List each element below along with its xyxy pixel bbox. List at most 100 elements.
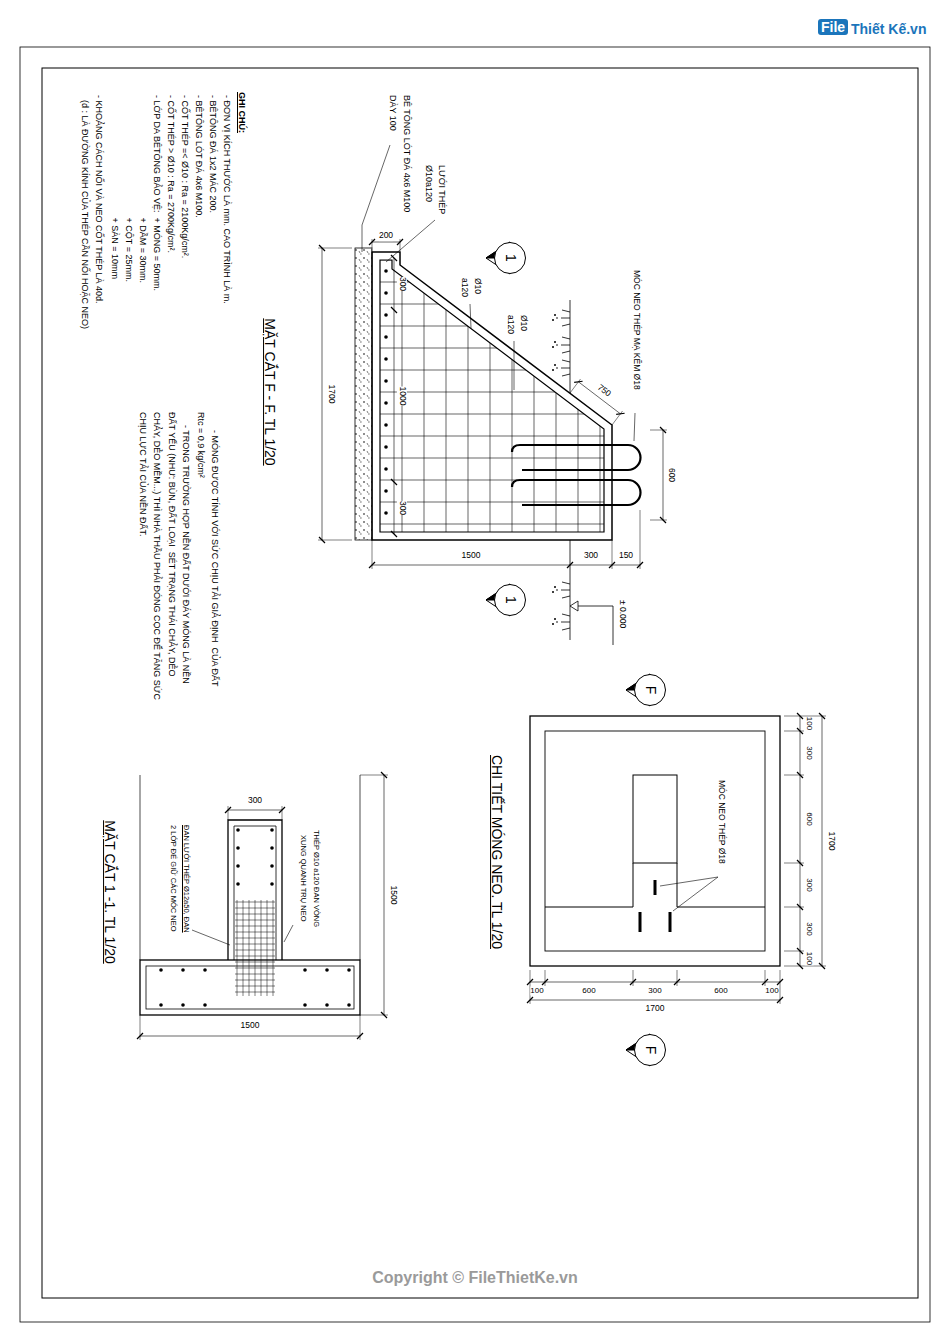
footing-section	[384, 291, 388, 295]
leader-line	[514, 341, 515, 390]
view-title: CHI TIẾT MÓNG NEO. TL 1/20	[489, 755, 505, 949]
extension-line	[140, 239, 826, 1040]
section-1-1	[159, 1003, 163, 1007]
dimension-text: 1500	[462, 551, 481, 561]
section-1-1	[203, 968, 207, 972]
dimension-text: 600	[666, 468, 676, 482]
leader-line	[284, 925, 293, 942]
callout-text: MÓC NEO THÉP Ø18	[716, 780, 726, 864]
sheet-frame	[42, 68, 918, 1298]
extension-line	[318, 248, 352, 540]
dimension-text: 600	[804, 812, 813, 825]
callout-text: MÓC NEO THÉP MẠ KẼM Ø18	[631, 270, 641, 390]
ground-line	[552, 623, 554, 625]
dimension-text: 200	[379, 231, 393, 241]
ground-line	[554, 618, 556, 620]
dimension-text: 1700	[326, 385, 336, 404]
ground-line	[554, 586, 556, 588]
anchor-plan	[640, 880, 670, 932]
footing-section	[384, 467, 388, 471]
footing-section	[384, 445, 388, 449]
ground-line	[570, 601, 613, 645]
note-text: ĐẤT YẾU (NHƯ: BÙN, ĐẤT LOẠI SÉT TRẠNG TH…	[167, 412, 177, 677]
sheet-frame	[20, 47, 930, 1322]
ground-line	[556, 367, 558, 369]
leader-line	[470, 304, 471, 328]
callout-text: 2 LỚP ĐỂ GIỮ CÁC MÓC NEO	[168, 825, 177, 931]
dimension-text: 300	[804, 746, 813, 759]
ground-line	[561, 310, 570, 630]
dimension-line	[578, 382, 620, 414]
extension-line	[530, 970, 780, 1004]
section-1-1	[347, 1003, 351, 1007]
ground-line	[552, 319, 554, 321]
dimension-text: 100	[766, 986, 779, 995]
callout-text: ĐAN LƯỚI THÉP Ø12a50, ĐAN	[181, 825, 190, 933]
dimension-text: 1500	[241, 1021, 260, 1031]
elevation-text: ± 0.000	[617, 600, 627, 628]
extension-line	[650, 430, 667, 520]
extension-line	[372, 510, 640, 569]
section-1-1	[347, 968, 351, 972]
watermark-logo: File	[818, 19, 848, 35]
note-heading: GHI CHÚ:	[237, 92, 247, 133]
note-text: - CỐT THÉP > Ø10 : Ra = 2700Kg/cm².	[166, 95, 176, 253]
section-1-1	[270, 846, 274, 850]
dimension-text: 600	[582, 986, 595, 995]
extension-line	[140, 1015, 360, 1040]
ground-line	[552, 300, 613, 645]
note-text: Rtc = 0,9 kg/cm²	[196, 412, 206, 478]
dimension-line	[372, 242, 400, 243]
dimension-text: 1000	[397, 387, 407, 406]
section-mark: F	[634, 674, 666, 706]
extension-line	[784, 716, 826, 966]
anchor-plan	[633, 775, 677, 863]
note-text: (d : LÀ ĐƯỜNG KÍNH CỦA THÉP CẦN NỐI HOẶC…	[80, 100, 90, 329]
section-1-1	[181, 1003, 185, 1007]
section-number: 1	[502, 596, 517, 604]
section-1-1	[159, 968, 163, 972]
dimension-text: 300	[804, 922, 813, 935]
footing-section	[384, 379, 388, 383]
anchor-plan	[530, 716, 780, 966]
footing-section	[384, 335, 388, 339]
note-text: + DẦM = 30mm.	[138, 218, 148, 284]
note-text: - BÊTÔNG LÓT ĐÁ 4x6 M100.	[194, 95, 204, 218]
dimension-line	[384, 775, 385, 1015]
section-1-1	[325, 1003, 329, 1007]
rebar-callout: a120	[459, 278, 469, 297]
section-1-1	[236, 882, 240, 886]
section-1-1	[236, 828, 240, 832]
footing-section	[355, 248, 372, 540]
ground-line	[556, 589, 558, 591]
section-1-1	[270, 864, 274, 868]
note-text: CHỊU LỰC TẢI CỦA NỀN ĐẤT.	[138, 412, 148, 537]
dimension-line	[663, 430, 664, 520]
section-mark: F	[634, 1034, 666, 1066]
sheet-frame	[20, 47, 930, 1322]
note-text: + SÀN = 10mm	[110, 218, 120, 280]
dimension-text: 150	[619, 551, 633, 561]
section-1-1	[325, 968, 329, 972]
anchor-plan	[545, 731, 765, 951]
dimension-line	[372, 565, 640, 566]
dimension-text: 300	[248, 796, 262, 806]
dimension-text: 300	[648, 986, 661, 995]
footing-section	[384, 313, 388, 317]
callout-text: THÉP Ø10 a120 ĐAN VÒNG	[311, 830, 320, 927]
callout-text: Ø10a120	[424, 165, 434, 202]
footing-section	[372, 252, 612, 540]
note-text: - ĐƠN VỊ KÍCH THƯỚC LÀ mm. CAO TRÌNH LÀ …	[222, 95, 232, 304]
leader-line	[192, 930, 230, 945]
footing-section	[384, 357, 388, 361]
dimension-line	[822, 716, 823, 966]
ground-line	[556, 344, 558, 346]
dimension-text: 100	[804, 717, 813, 730]
watermark-text: Copyright © FileThietKe.vn	[372, 1269, 578, 1287]
section-arrow	[486, 242, 650, 1066]
section-number: 1	[502, 254, 517, 262]
extension-line	[228, 806, 282, 820]
callout-text: XUNG QUANH TRỤ NEO	[298, 835, 307, 922]
